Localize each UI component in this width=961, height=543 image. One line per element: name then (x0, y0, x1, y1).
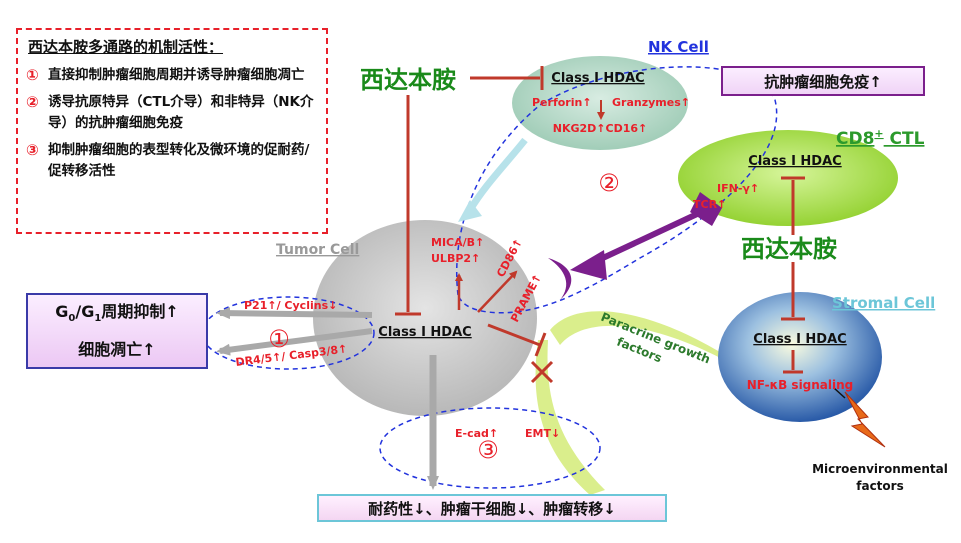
tcr-purple-arrow (588, 205, 712, 267)
cycle-rest: 周期抑制↑ (101, 302, 179, 322)
legend-title: 西达本胺多通路的机制活性： (28, 38, 224, 56)
circle-num-2: ② (598, 169, 620, 197)
mica-label: MICA/B↑ (431, 236, 484, 249)
paracrine-label: Paracrine growth factors (599, 310, 712, 367)
tumor-hdac-to-emt-bar (534, 332, 547, 357)
nk-feedback-arrow (466, 137, 528, 212)
loop-2-dashed (456, 66, 778, 314)
antitumor-immunity-box: 抗肿瘤细胞免疫↑ (721, 66, 925, 96)
legend-text-3: 抑制肿瘤细胞的表型转化及微环境的促耐药/促转移活性 (48, 142, 310, 179)
loop-3-dashed (379, 407, 601, 489)
tumor-hdac-label: Class I HDAC (378, 325, 471, 340)
stromal-cell-name: Stromal Cell (832, 294, 935, 312)
cell-cycle-line-1: G0/G1周期抑制↑ (55, 297, 178, 334)
micro-line-2: factors (856, 479, 903, 493)
legend-num-1: ① (26, 66, 39, 84)
stromal-cell (718, 292, 882, 422)
nkg2d-label: NKG2D↑CD16↑ (553, 122, 648, 135)
micro-to-stromal-line (833, 387, 846, 399)
nk-feedback-arrowhead (458, 200, 482, 222)
granzymes-label: Granzymes↑ (612, 96, 690, 109)
cycle-g0-g: G (55, 302, 69, 322)
drug-label-top: 西达本胺 (360, 66, 456, 94)
tcr-label: TCR↑ (693, 198, 726, 211)
tumor-to-cycle-arrow-lower (216, 328, 373, 356)
circle-num-1: ① (268, 325, 290, 353)
circle-num-3: ③ (477, 436, 499, 464)
paracrine-band-lower (535, 340, 605, 495)
tumor-to-cycle-arrow-upper (216, 307, 373, 320)
cycle-g1-sub: 1 (94, 313, 102, 325)
p21-label: P21↑/ Cyclins↓ (244, 299, 337, 312)
nfkb-label: NF-κB signaling (747, 378, 854, 392)
nk-hdac-label: Class I HDAC (551, 71, 644, 86)
cd86-crescent (548, 258, 572, 300)
paracrine-block-x2 (530, 360, 554, 384)
hdac-to-cd86-arrow (477, 270, 518, 313)
bottom-outcome-box: 耐药性↓、肿瘤干细胞↓、肿瘤转移↓ (317, 494, 667, 522)
ctl-hdac-label: Class I HDAC (748, 154, 841, 169)
nk-cell-name: NK Cell (648, 38, 709, 56)
legend-text-1: 直接抑制肿瘤细胞周期并诱导肿瘤细胞凋亡 (48, 67, 305, 83)
ulbp2-label: ULBP2↑ (431, 252, 480, 265)
ecad-label: E-cad↑ (455, 427, 498, 440)
mechanism-legend: 西达本胺多通路的机制活性： ① 直接抑制肿瘤细胞周期并诱导肿瘤细胞凋亡 ② 诱导… (16, 28, 328, 234)
ctl-cell-name: CD8+ CTL (836, 127, 925, 149)
antitumor-immunity-text: 抗肿瘤细胞免疫↑ (764, 72, 882, 91)
micro-line-1: Microenvironmental (812, 462, 948, 476)
legend-item-2: ② 诱导抗原特异（CTL介导）和非特异（NK介导）的抗肿瘤细胞免疫 (26, 92, 318, 134)
tumor-cell (313, 220, 537, 416)
cell-cycle-line-2: 细胞凋亡↑ (78, 339, 156, 359)
tcr-purple-head (570, 250, 607, 280)
legend-num-2: ② (26, 93, 39, 111)
stromal-hdac-label: Class I HDAC (753, 332, 846, 347)
perforin-label: Perforin↑ (532, 96, 592, 109)
legend-num-3: ③ (26, 141, 39, 159)
cycle-g0-sub: 0 (68, 313, 76, 325)
ifn-label: IFN-γ↑ (717, 182, 759, 195)
lightning-bolt-icon (844, 391, 886, 448)
paracrine-band (550, 311, 728, 362)
tumor-cell-name: Tumor Cell (276, 242, 359, 258)
cycle-g1-g: /G (75, 302, 95, 322)
bottom-outcome-text: 耐药性↓、肿瘤干细胞↓、肿瘤转移↓ (368, 499, 616, 518)
emt-label: EMT↓ (525, 427, 560, 440)
legend-item-1: ① 直接抑制肿瘤细胞周期并诱导肿瘤细胞凋亡 (26, 65, 318, 86)
cell-cycle-box: G0/G1周期抑制↑ 细胞凋亡↑ (26, 293, 208, 369)
drug-label-right: 西达本胺 (741, 235, 837, 263)
legend-item-3: ③ 抑制肿瘤细胞的表型转化及微环境的促耐药/促转移活性 (26, 140, 318, 182)
legend-text-2: 诱导抗原特异（CTL介导）和非特异（NK介导）的抗肿瘤细胞免疫 (48, 94, 314, 131)
tcr-purple-notch (690, 192, 722, 226)
tumor-hdac-to-emt-line (487, 323, 541, 347)
